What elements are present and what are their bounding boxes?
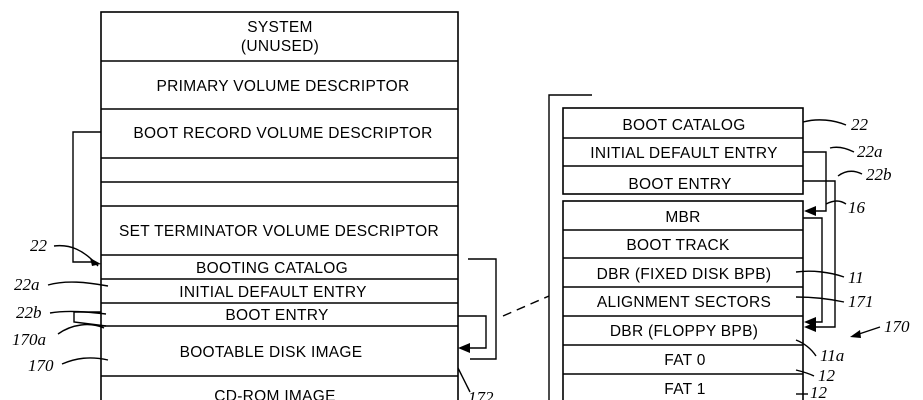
boot-track-label: BOOT TRACK	[626, 237, 730, 254]
leader-line	[829, 146, 855, 153]
leader-line	[795, 339, 817, 357]
left-reference-labels: 22 22a 22b 170a 170	[12, 236, 109, 375]
dbr-fixed-disk-label: DBR (FIXED DISK BPB)	[597, 266, 772, 283]
left-stack: SYSTEM (UNUSED) PRIMARY VOLUME DESCRIPTO…	[100, 11, 459, 400]
initial-default-entry-label: INITIAL DEFAULT ENTRY	[179, 284, 366, 301]
leader-line	[47, 281, 109, 287]
dbr-floppy-label: DBR (FLOPPY BPB)	[610, 323, 758, 340]
right-section-bracket	[548, 94, 592, 400]
arrowhead	[804, 317, 816, 327]
arrowhead	[850, 330, 861, 338]
ref-11a-right: 11a	[820, 346, 844, 365]
ref-22b-left: 22b	[16, 303, 42, 322]
boot-catalog-label: BOOT CATALOG	[622, 117, 745, 134]
fat-1-label: FAT 1	[664, 381, 705, 398]
leader-line	[49, 310, 107, 315]
right-image-stack: MBR BOOT TRACK DBR (FIXED DISK BPB) ALIG…	[562, 200, 804, 400]
ref-172: 172	[468, 388, 494, 400]
ref-170a-left: 170a	[12, 330, 46, 349]
right-catalog-stack: BOOT CATALOG INITIAL DEFAULT ENTRY BOOT …	[562, 107, 804, 195]
leader-line	[53, 244, 99, 267]
ref-22a-right: 22a	[857, 142, 883, 161]
leader-line	[795, 369, 815, 377]
leader-line	[837, 170, 863, 177]
boot-entry-floppy-bracket	[803, 180, 836, 328]
right-reference-labels: 22 22a 22b 16 11 171 170 11a 12 12	[795, 115, 910, 400]
ref-171-right: 171	[848, 292, 874, 311]
ref-22b-right: 22b	[866, 165, 892, 184]
leader-line	[802, 119, 847, 126]
mbr-label: MBR	[665, 209, 700, 226]
catalog-stack-outline	[562, 107, 804, 195]
boot-entry-right-label: BOOT ENTRY	[628, 176, 731, 193]
leader-line	[795, 270, 845, 278]
system-unused-label: (UNUSED)	[241, 38, 319, 55]
catalog-image-bracket	[468, 258, 497, 360]
image-stack-outline	[562, 200, 804, 400]
boot-record-pointer-line	[72, 131, 101, 263]
left-stack-outline	[100, 11, 459, 400]
booting-catalog-label: BOOTING CATALOG	[196, 260, 348, 277]
leader-line	[57, 323, 105, 335]
leader-line	[61, 357, 109, 365]
mbr-floppy-bracket	[803, 217, 823, 323]
ref-22-left: 22	[30, 236, 48, 255]
arrowhead	[804, 206, 816, 216]
cd-rom-image-label: CD-ROM IMAGE	[214, 388, 336, 400]
ref-170-right: 170	[884, 317, 910, 336]
leader-line	[457, 367, 471, 393]
ref-22a-left: 22a	[14, 275, 40, 294]
boot-record-volume-descriptor-label: BOOT RECORD VOLUME DESCRIPTOR	[133, 125, 432, 142]
leader-line	[795, 296, 845, 303]
alignment-sectors-label: ALIGNMENT SECTORS	[597, 294, 771, 311]
leader-line	[825, 200, 847, 205]
ref-11-right: 11	[848, 268, 864, 287]
ref-16-right: 16	[848, 198, 866, 217]
ref-12-right-b: 12	[810, 383, 828, 400]
arrowhead	[458, 343, 470, 353]
bootable-disk-image-label: BOOTABLE DISK IMAGE	[180, 344, 363, 361]
initial-default-entry-right-label: INITIAL DEFAULT ENTRY	[590, 145, 777, 162]
ref-22-right: 22	[851, 115, 869, 134]
set-terminator-volume-descriptor-label: SET TERMINATOR VOLUME DESCRIPTOR	[119, 223, 439, 240]
fat-0-label: FAT 0	[664, 352, 705, 369]
system-label: SYSTEM	[247, 19, 313, 36]
boot-entry-label: BOOT ENTRY	[225, 307, 328, 324]
dashed-connector	[502, 295, 550, 317]
boot-entry-image-bracket	[458, 315, 487, 349]
ref-12-right-a: 12	[818, 366, 836, 385]
ref-170-left: 170	[28, 356, 54, 375]
primary-volume-descriptor-label: PRIMARY VOLUME DESCRIPTOR	[157, 78, 410, 95]
